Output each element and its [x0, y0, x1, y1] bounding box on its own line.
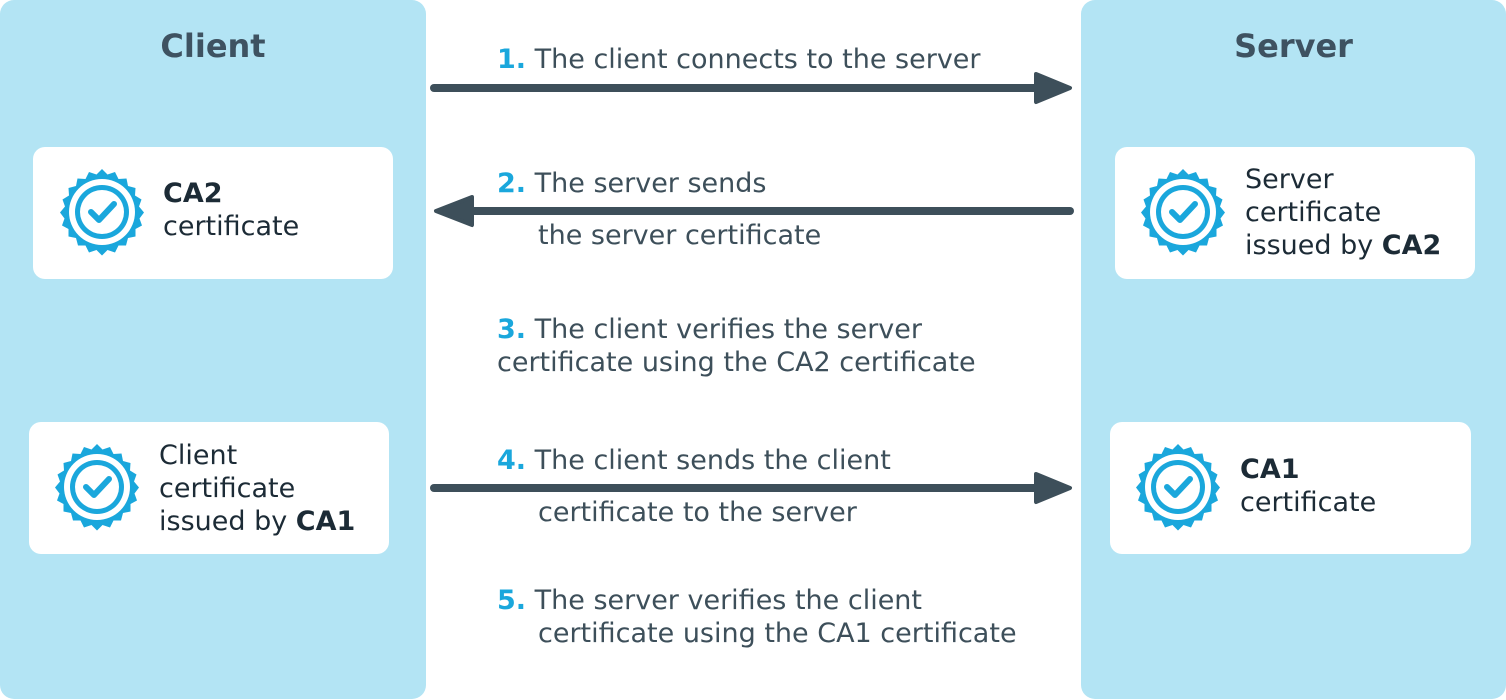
server-panel-title: Server: [1234, 27, 1353, 65]
ca2-certificate-card: CA2 certificate: [33, 147, 393, 279]
step-5-label: 5. The server verifies the client: [497, 584, 922, 617]
server-card-line3: issued by CA2: [1245, 229, 1441, 262]
client-card-issuer-prefix: issued by: [159, 506, 296, 537]
server-card-issuer: CA2: [1381, 230, 1442, 261]
arrow-step-2: [434, 195, 1074, 227]
client-card-line2: certificate: [159, 473, 296, 504]
step-4-number: 4.: [497, 445, 527, 476]
server-panel: Server: [1081, 0, 1506, 699]
ca2-card-title: CA2: [163, 178, 223, 209]
client-panel: Client CA2 certificate Client certificat…: [0, 0, 426, 699]
step-2-number: 2.: [497, 168, 527, 199]
step-1-label: 1. The client connects to the server: [497, 43, 981, 76]
step-2-text-line2: the server certificate: [538, 220, 822, 251]
step-4-text-line1: The client sends the client: [534, 445, 891, 476]
server-card-issuer-prefix: issued by: [1245, 230, 1382, 261]
step-2-label: 2. The server sends: [497, 167, 767, 200]
step-3-number: 3.: [497, 314, 527, 345]
client-card-line3: issued by CA1: [159, 505, 355, 538]
step-4-label: 4. The client sends the client: [497, 444, 891, 477]
step-5-text-line1: The server verifies the client: [534, 585, 923, 616]
ca1-certificate-card: CA1 certificate: [1110, 422, 1471, 554]
ca1-card-subtitle: certificate: [1240, 487, 1377, 518]
step-3-text-line1: The client verifies the server: [534, 314, 923, 345]
step-5-number: 5.: [497, 585, 527, 616]
server-certificate-card: Server certificate issued by CA2: [1115, 147, 1475, 279]
ca2-card-subtitle: certificate: [163, 211, 300, 242]
ca1-card-title: CA1: [1240, 454, 1300, 485]
server-card-line2: certificate: [1245, 197, 1382, 228]
arrow-step-1: [430, 72, 1072, 104]
arrow-step-4: [430, 472, 1072, 504]
client-certificate-card: Client certificate issued by CA1: [29, 422, 389, 554]
step-1-number: 1.: [497, 44, 527, 75]
step-5-text-line2: certificate using the CA1 certificate: [538, 618, 1017, 649]
server-card-line1: Server: [1245, 164, 1334, 195]
client-card-issuer: CA1: [295, 506, 356, 537]
step-1-text: The client connects to the server: [534, 44, 981, 75]
step-2-text-line1: The server sends: [534, 168, 767, 199]
client-panel-title: Client: [160, 27, 266, 65]
step-3-label: 3. The client verifies the server: [497, 313, 922, 346]
client-card-line1: Client: [159, 440, 238, 471]
step-4-text-line2: certificate to the server: [538, 497, 857, 528]
step-3-text-line2: certificate using the CA2 certificate: [497, 347, 976, 378]
